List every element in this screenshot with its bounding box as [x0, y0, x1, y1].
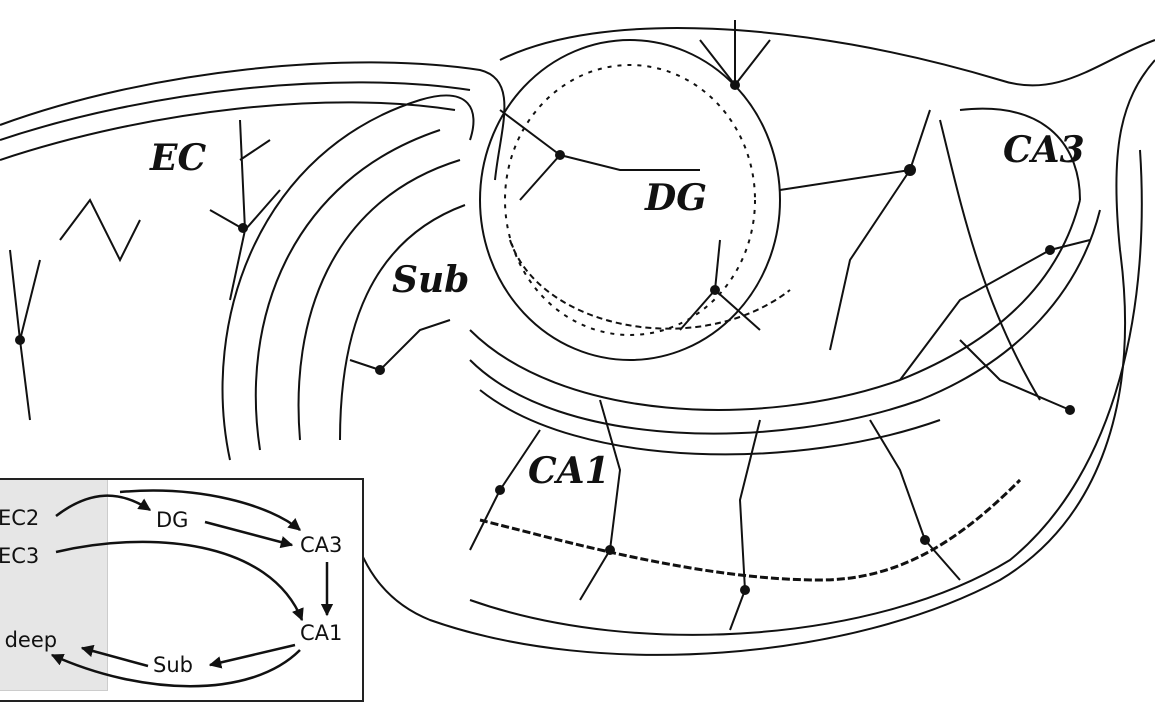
label-ca3: CA3 — [1003, 129, 1085, 171]
circuit-diagram-inset: EC2 EC3 EC deep DG CA3 CA1 Sub — [0, 478, 364, 702]
node-ec3: EC3 — [0, 544, 40, 568]
node-ca1: CA1 — [300, 621, 343, 645]
arrow-dg-ca3 — [204, 520, 294, 549]
label-dg: DG — [644, 177, 707, 219]
label-ec: EC — [149, 137, 206, 179]
arrow-ca1-ecdeep — [50, 649, 301, 688]
dentate-gyrus-outline — [479, 39, 781, 361]
ca-layer — [469, 199, 1081, 411]
label-sub: Sub — [392, 259, 469, 301]
arrow-ec2-ca3 — [119, 489, 301, 531]
node-dg: DG — [156, 508, 189, 532]
node-sub: Sub — [153, 653, 193, 677]
label-ca1: CA1 — [528, 450, 610, 492]
arrow-ca1-sub — [208, 643, 296, 669]
arrow-sub-ecdeep — [80, 644, 149, 668]
node-ec-deep: EC deep — [0, 628, 58, 652]
node-ca3: CA3 — [300, 533, 343, 557]
circuit-arrows — [50, 489, 334, 688]
outer-contour — [0, 61, 506, 181]
arrow-ec2-dg — [55, 494, 152, 517]
arrow-ec3-ca1 — [55, 540, 304, 622]
node-ec2: EC2 — [0, 506, 40, 530]
